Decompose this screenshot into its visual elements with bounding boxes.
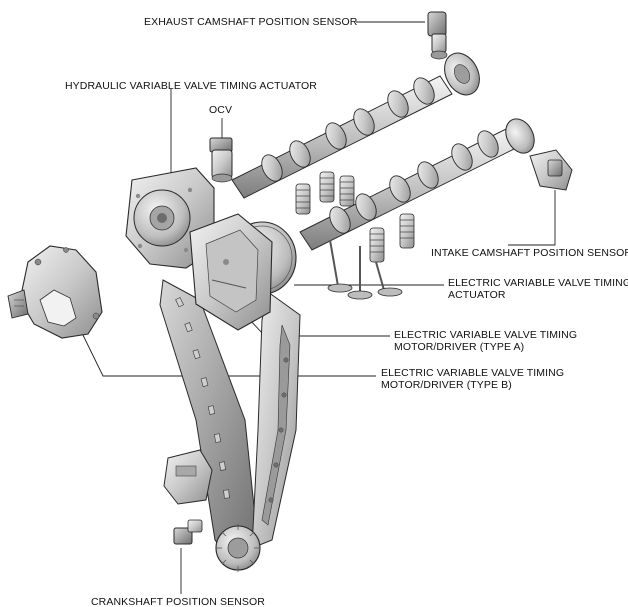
intake-cam-sensor-part xyxy=(529,149,573,191)
label-electric-vvt-motor-a: ELECTRIC VARIABLE VALVE TIMING MOTOR/DRI… xyxy=(394,329,577,353)
label-electric-vvt-motor-b-line2: MOTOR/DRIVER (TYPE B) xyxy=(381,379,512,391)
label-electric-vvt-actuator-line2: ACTUATOR xyxy=(448,289,506,301)
label-hydraulic-vvt-actuator: HYDRAULIC VARIABLE VALVE TIMING ACTUATOR xyxy=(65,80,317,92)
leader-motor-b xyxy=(81,332,376,377)
label-ocv: OCV xyxy=(209,104,233,116)
label-electric-vvt-actuator-line1: ELECTRIC VARIABLE VALVE TIMING xyxy=(448,277,628,289)
label-intake-cam-sensor: INTAKE CAMSHAFT POSITION SENSOR xyxy=(431,247,628,259)
label-electric-vvt-actuator: ELECTRIC VARIABLE VALVE TIMING ACTUATOR xyxy=(448,277,628,301)
valve-springs xyxy=(295,171,415,300)
label-electric-vvt-motor-b: ELECTRIC VARIABLE VALVE TIMING MOTOR/DRI… xyxy=(381,367,564,391)
crankshaft-sprocket xyxy=(215,524,261,572)
electric-vvt-motor-a-part xyxy=(189,213,273,331)
leader-intake-cam-sensor xyxy=(508,190,556,246)
timing-chain-assembly xyxy=(159,279,301,566)
chain-tensioner xyxy=(163,449,213,505)
exhaust-cam-sensor-part xyxy=(427,11,448,60)
label-electric-vvt-motor-a-line1: ELECTRIC VARIABLE VALVE TIMING xyxy=(394,329,578,341)
leader-lines xyxy=(81,21,556,594)
label-electric-vvt-motor-a-line2: MOTOR/DRIVER (TYPE A) xyxy=(394,341,525,353)
exhaust-camshaft xyxy=(231,52,480,199)
label-electric-vvt-motor-b-line1: ELECTRIC VARIABLE VALVE TIMING xyxy=(381,367,565,379)
label-crankshaft-sensor: CRANKSHAFT POSITION SENSOR xyxy=(91,596,265,607)
electric-vvt-motor-b-part xyxy=(7,245,103,339)
ocv-part xyxy=(209,137,233,183)
intake-camshaft xyxy=(299,118,535,251)
crankshaft-sensor-part xyxy=(173,519,203,545)
label-exhaust-cam-sensor: EXHAUST CAMSHAFT POSITION SENSOR xyxy=(144,16,358,28)
